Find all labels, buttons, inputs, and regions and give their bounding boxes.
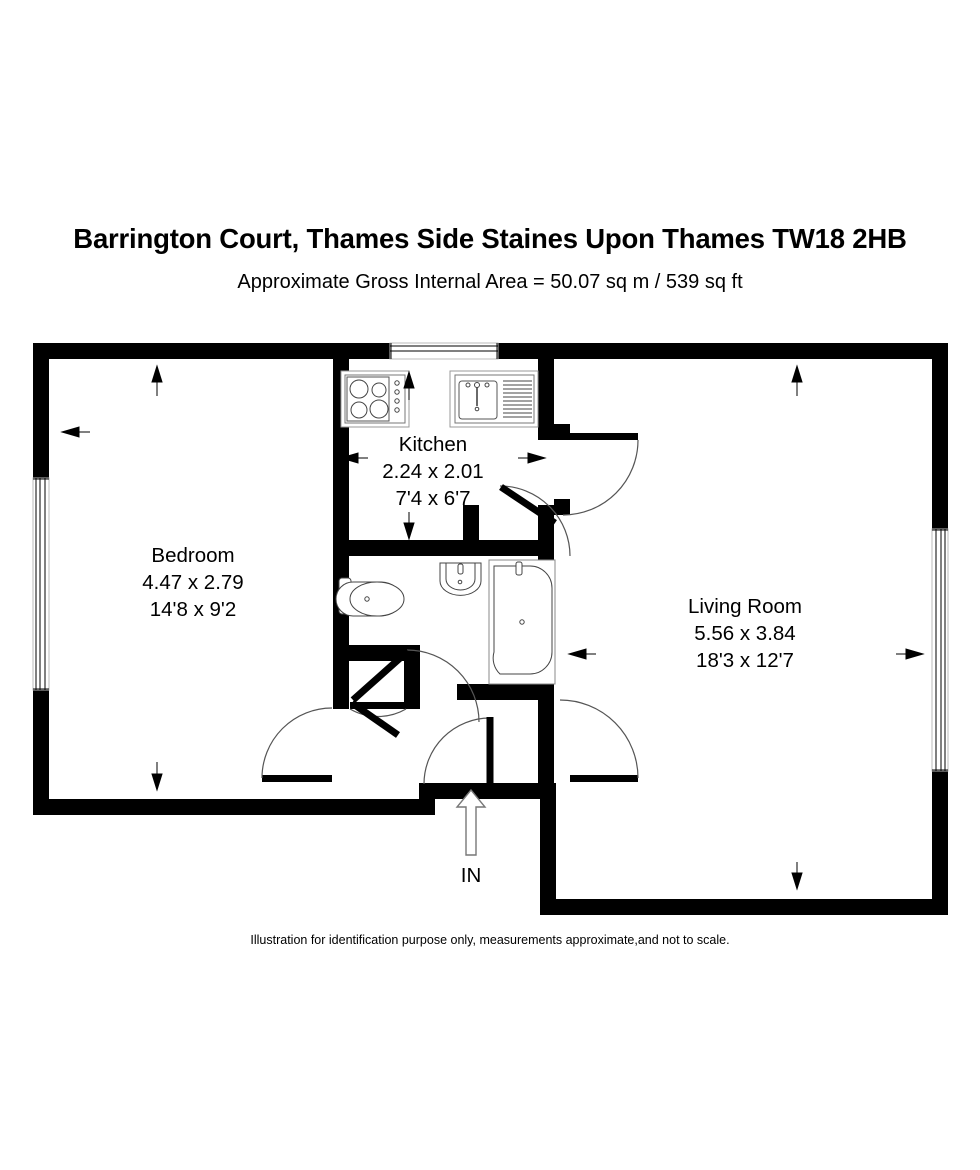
wall-cupboard-left-stub [333,693,349,709]
lintel-bedroom-door [262,775,332,782]
door-arc-hall-entry [423,717,491,785]
window-right [931,528,949,772]
livingroom-metric: 5.56 x 3.84 [694,622,795,645]
door-leaf-bathroom [350,648,411,703]
room-labels: Bedroom 4.47 x 2.79 14'8 x 9'2 Kitchen 2… [142,433,802,887]
wall-left-upper [33,343,49,478]
door-arc-entrance-living [559,699,639,779]
dim-arrow-kitchen-bottom [403,512,415,541]
wall-hall-right [538,700,554,783]
dim-arrow-kitchen-left [339,452,368,464]
dim-arrow-bedroom-top [151,364,163,396]
entrance-arrow-icon [455,788,487,856]
wall-cupboard-right [404,661,420,709]
wall-bedroom-bottom [33,799,435,815]
wall-right-upper [932,343,948,529]
disclaimer-text: Illustration for identification purpose … [250,933,730,947]
window-left [32,477,50,691]
dimension-arrows [60,364,925,891]
dim-arrow-bedroom-bottom [151,762,163,792]
wall-livingroom-door-jamb-top [554,499,570,515]
bedroom-name: Bedroom [151,544,234,567]
bathtub-icon [488,559,556,685]
door-arc-bathroom [406,649,480,723]
wall-livingroom-bottom [540,899,948,915]
door-leaf-kitchen [499,484,557,526]
livingroom-imperial: 18'3 x 12'7 [696,649,794,672]
dim-arrow-kitchen-top [403,370,415,400]
wall-kitchen-bottom [333,540,554,556]
entrance-label: IN [461,864,482,887]
bedroom-imperial: 14'8 x 9'2 [150,598,236,621]
door-arc-cupboard [349,708,407,718]
area-subtitle: Approximate Gross Internal Area = 50.07 … [237,271,743,293]
dim-arrow-livingroom-right [896,648,925,660]
kitchen-name: Kitchen [399,433,467,456]
lintel-livingroom-door [570,775,638,782]
wall-bedroom-door-jamb [419,783,435,799]
lintel-cupboard-door [350,702,406,709]
door-arc-kitchen [499,485,571,557]
dim-arrow-bedroom-left [60,426,90,438]
dim-arrow-livingroom-top [791,364,803,396]
window-kitchen-top [389,342,499,360]
wall-kitchen-door-jamb [463,505,479,540]
wall-left-lower [33,690,49,815]
dim-arrow-livingroom-bottom [791,862,803,891]
kitchen-metric: 2.24 x 2.01 [382,460,483,483]
door-leaf-cupboard-open [350,700,400,738]
door-arc-bedroom [261,707,333,779]
wall-bathroom-bottom [457,684,554,700]
livingroom-name: Living Room [688,595,802,618]
cooker-hob-icon [340,370,410,428]
wall-hall-bottom-right [490,783,556,799]
wash-basin-icon [439,562,482,596]
windows [32,342,949,772]
page-title: Barrington Court, Thames Side Staines Up… [73,223,907,254]
dim-arrow-kitchen-right [518,452,547,464]
lintel-kitchen-door [570,433,638,440]
wall-livingroom-left-lower [540,783,556,915]
bedroom-metric: 4.47 x 2.79 [142,571,243,594]
door-swings [261,439,639,785]
wall-kitchen-right-upper [538,359,554,440]
toilet-icon [335,577,405,617]
door-arc-livingroom-upper [562,439,639,516]
door-leaves [350,484,557,784]
dim-arrow-livingroom-left [567,648,596,660]
door-opening-lintels [262,433,638,782]
wall-kitchen-jamb-top [554,424,570,440]
kitchen-sink-icon [454,374,535,424]
wall-right-lower [932,771,948,915]
kitchen-imperial: 7'4 x 6'7 [395,487,470,510]
